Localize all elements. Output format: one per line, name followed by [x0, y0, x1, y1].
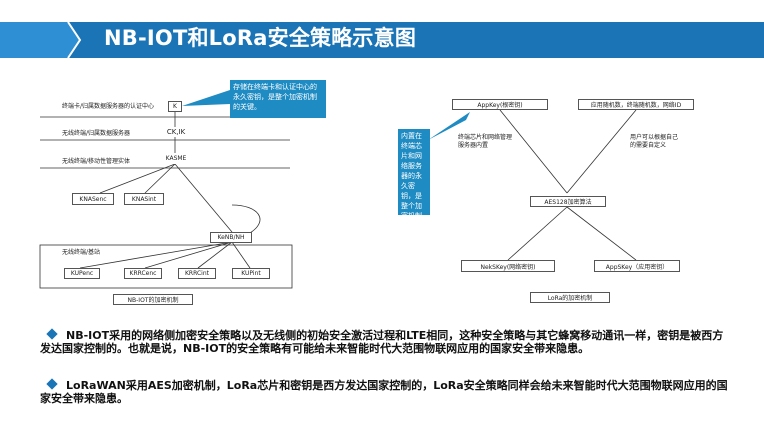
random-note: 用户可以根据自己的需要自定义 [630, 134, 679, 149]
bullet-nbiot: NB-IOT采用的网络侧加密安全策略以及无线侧的初始安全激活过程和LTE相同，这… [40, 328, 730, 355]
appkey-note: 终端芯片和网络管理服务器内置 [458, 134, 513, 149]
bullet-nbiot-text: NB-IOT采用的网络侧加密安全策略以及无线侧的初始安全激活过程和LTE相同，这… [40, 329, 724, 355]
kenb-box: KeNB/NH [210, 232, 252, 243]
krrc-int-box: KRRCint [178, 268, 216, 279]
row-label-terminal-hss: 无线终端/归属数据服务器 [62, 130, 131, 137]
row-label-terminal-mme: 无线终端/移动性管理实体 [62, 158, 131, 165]
bullet-diamond-icon [46, 378, 58, 390]
bullet-lora-text: LoRaWAN采用AES加密机制，LoRa芯片和密钥是西方发达国家控制的，LoR… [40, 379, 728, 405]
k-box: K [168, 101, 182, 112]
bullet-diamond-icon [46, 328, 58, 340]
header-chevron-light [0, 22, 80, 58]
appskey-box: AppSKey（应用密钥） [594, 260, 680, 272]
nwkskey-box: NekSKey(网络密钥) [461, 260, 555, 272]
kup-int-box: KUPint [232, 268, 270, 279]
page-title: NB-IOT和LoRa安全策略示意图 [104, 26, 417, 50]
bullet-lora: LoRaWAN采用AES加密机制，LoRa芯片和密钥是西方发达国家控制的，LoR… [40, 378, 730, 405]
kup-enc-box: KUPenc [64, 268, 100, 279]
nbiot-callout: 存储在终端卡和认证中心的永久密钥，是整个加密机制的关键。 [230, 80, 326, 118]
header-banner [0, 21, 764, 59]
kasme-label: KASME [162, 153, 190, 164]
krrc-enc-box: KRRCenc [124, 268, 162, 279]
lora-callout: 内置在终端芯片和网络服务器的永久密钥，是整个加密机制的关键。 [398, 129, 430, 240]
knas-enc-box: KNASenc [72, 193, 114, 205]
random-params-box: 应用随机数，终端随机数，网络ID [578, 99, 694, 110]
aes128-box: AES128加密算法 [530, 196, 606, 207]
callout-pointer-right [428, 112, 470, 140]
header-bar [0, 22, 764, 58]
row-label-auth-center: 终端卡/归属数据服务器的认证中心 [62, 103, 155, 110]
row-label-terminal-base-station: 无线终端/基站 [62, 249, 101, 256]
callout-pointer [182, 90, 230, 106]
ckik-label: CK,IK [163, 127, 189, 137]
knas-int-box: KNASint [124, 193, 164, 205]
appkey-box: AppKey(根密钥) [452, 99, 548, 110]
header-chevron-line [67, 21, 82, 59]
lora-caption: LoRa的加密机制 [530, 292, 610, 303]
nbiot-caption: NB-IOT的加密机制 [113, 294, 193, 305]
